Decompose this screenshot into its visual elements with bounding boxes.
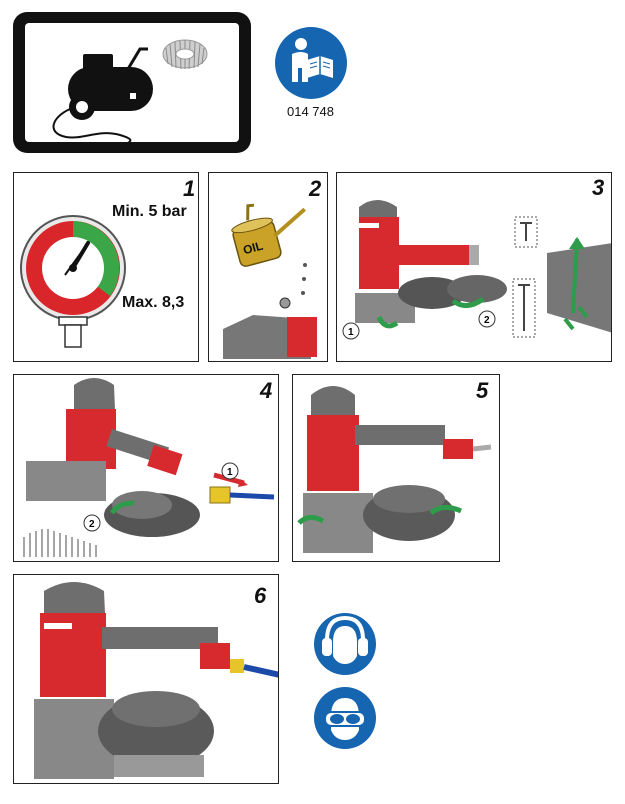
- step-number: 4: [260, 378, 273, 403]
- svg-text:1: 1: [348, 327, 354, 338]
- symbol-code: 014 748: [287, 104, 334, 119]
- step-number: 2: [309, 176, 322, 201]
- svg-text:1: 1: [227, 467, 233, 478]
- min-pressure-label: Min. 5 bar: [112, 203, 187, 220]
- step-number: 6: [254, 583, 267, 608]
- max-pressure-label: Max. 8,3: [122, 294, 185, 311]
- air-compressor-icon: [52, 47, 153, 144]
- step-2-panel: 2 OIL: [208, 172, 328, 362]
- step-3-number: 3: [592, 175, 605, 200]
- nailer-connected-air-icon: [34, 582, 278, 779]
- step-3-panel: 1 2: [336, 172, 612, 362]
- svg-text:2: 2: [89, 519, 95, 530]
- nailer-load-coil-icon: 2 1: [23, 378, 275, 557]
- step-5-panel: 5: [292, 374, 500, 562]
- nailer-open-magazine-icon: 1 2: [342, 200, 611, 340]
- pressure-gauge-icon: [20, 215, 126, 348]
- step-number: 1: [183, 176, 196, 201]
- step-1-panel: 1 Min. 5 bar Max. 8,3: [13, 172, 199, 362]
- nail-coil-icon: [162, 39, 208, 70]
- step-6-panel: 6: [13, 574, 279, 784]
- oil-label: OIL: [241, 239, 264, 258]
- oil-can-icon: OIL: [223, 203, 317, 359]
- nailer-close-magazine-icon: [297, 386, 492, 553]
- eye-protection-icon: [314, 687, 376, 749]
- step-number: 5: [476, 378, 489, 403]
- svg-text:2: 2: [484, 315, 490, 326]
- read-manual-icon: [275, 27, 347, 99]
- compressor-panel: [13, 12, 251, 153]
- step-4-panel: 4 2 1: [13, 374, 279, 562]
- ear-protection-icon: [314, 613, 376, 675]
